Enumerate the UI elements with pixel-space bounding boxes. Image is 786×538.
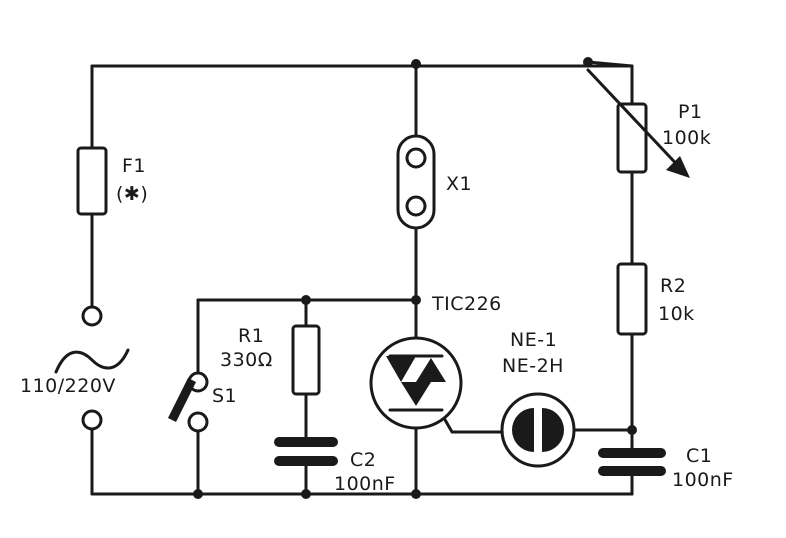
r2-value-label: 10k xyxy=(658,303,695,325)
r2-ref-label: R2 xyxy=(660,275,686,297)
resistor-r2: R2 10k xyxy=(616,262,695,336)
switch-ref-label: S1 xyxy=(212,385,237,407)
junction-dot xyxy=(301,295,311,305)
junction-dot xyxy=(193,489,203,499)
pot-value-label: 100k xyxy=(662,127,711,149)
triac-diode-lower xyxy=(401,382,431,406)
socket-pin-top xyxy=(405,147,427,169)
mains-voltage-label: 110/220V xyxy=(20,375,116,397)
neon-ref-label: NE-1 xyxy=(510,329,557,351)
junction-dot xyxy=(583,57,593,67)
junction-dot xyxy=(411,489,421,499)
pot-ref-label: P1 xyxy=(678,101,703,123)
socket-x1: X1 xyxy=(396,134,472,230)
r2-body xyxy=(616,262,648,336)
switch-s1: S1 xyxy=(167,371,237,433)
resistor-r1: R1 330Ω xyxy=(220,324,321,396)
neon-electrode-left xyxy=(512,408,534,452)
junction-dot xyxy=(627,425,637,435)
fuse-f1: F1 (✱) xyxy=(76,146,148,216)
fuse-ref-label: F1 xyxy=(122,155,146,177)
socket-pin-bottom xyxy=(405,195,427,217)
pot-arrowhead-icon xyxy=(666,156,690,178)
triac-tic226: TIC226 xyxy=(369,293,502,430)
triac-ref-label: TIC226 xyxy=(431,293,502,315)
mains-input: 110/220V xyxy=(20,305,130,431)
pot-body xyxy=(616,102,648,174)
r1-body xyxy=(291,324,321,396)
neon-electrode-right xyxy=(542,408,564,452)
c2-value-label: 100nF xyxy=(334,473,396,495)
switch-lever xyxy=(167,377,197,423)
c1-ref-label: C1 xyxy=(686,445,712,467)
c2-plate-top xyxy=(274,437,338,447)
junctions xyxy=(193,57,637,499)
neon-lamp-ne1: NE-1 NE-2H xyxy=(500,329,576,468)
r1-ref-label: R1 xyxy=(238,325,264,347)
mains-terminal-bottom xyxy=(81,409,103,431)
c1-plate-top xyxy=(598,448,666,458)
neon-value-label: NE-2H xyxy=(502,355,564,377)
junction-dot xyxy=(411,295,421,305)
capacitor-c1: C1 100nF xyxy=(598,445,734,491)
socket-ref-label: X1 xyxy=(446,173,472,195)
c2-ref-label: C2 xyxy=(350,449,376,471)
junction-dot xyxy=(411,59,421,69)
r1-value-label: 330Ω xyxy=(220,349,273,371)
c2-plate-bottom xyxy=(274,456,338,466)
triac-diode-right xyxy=(416,358,446,382)
c1-value-label: 100nF xyxy=(672,469,734,491)
ac-sine-icon xyxy=(54,348,130,374)
pot-wiper-arrow xyxy=(586,68,686,174)
switch-terminal-bottom xyxy=(187,411,209,433)
triac-diode-left xyxy=(386,356,416,382)
junction-dot xyxy=(301,489,311,499)
mains-terminal-top xyxy=(81,305,103,327)
potentiometer-p1: P1 100k xyxy=(586,68,711,178)
fuse-body xyxy=(76,146,108,216)
wire-pot-top xyxy=(586,60,634,106)
capacitor-c2: C2 100nF xyxy=(274,437,396,495)
neon-bulb xyxy=(500,392,576,468)
fuse-value-label: (✱) xyxy=(116,183,148,205)
c1-plate-bottom xyxy=(598,466,666,476)
